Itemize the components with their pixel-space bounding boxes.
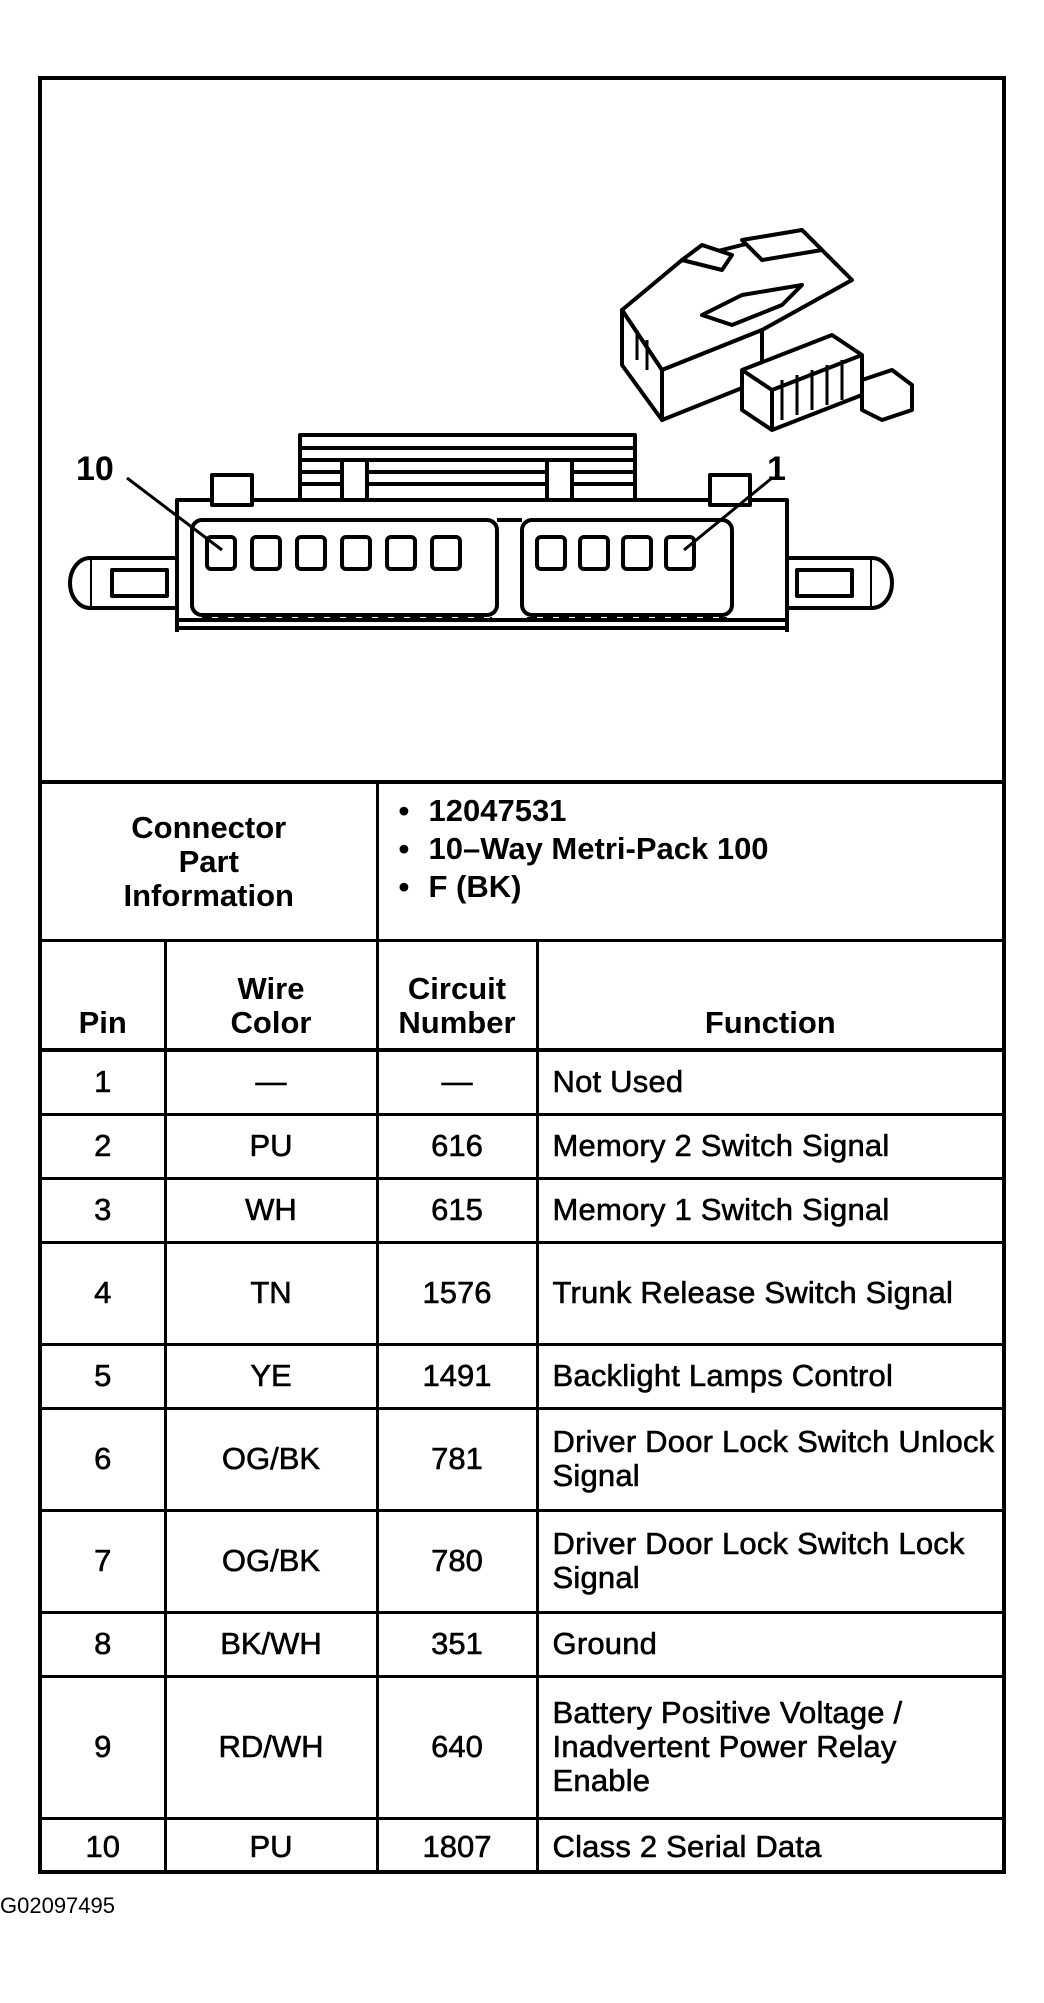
circuit-number-cell: 1807 xyxy=(375,1816,539,1874)
connector-front-view xyxy=(68,433,894,632)
pin-cell: 7 xyxy=(42,1508,167,1614)
wire-color-cell: — xyxy=(163,1048,379,1116)
wire-color-cell: YE xyxy=(163,1342,379,1410)
circuit-number-cell: 615 xyxy=(375,1176,539,1244)
pin-cell: 1 xyxy=(42,1048,167,1116)
connector-info-label-text: Connector Part Information xyxy=(123,809,295,913)
wire-color-cell: PU xyxy=(163,1816,379,1874)
pin-cell: 6 xyxy=(42,1406,167,1512)
header-function: Function xyxy=(535,939,1003,1052)
wire-color-cell: OG/BK xyxy=(163,1406,379,1512)
header-wire-color: Wire Color xyxy=(163,939,379,1052)
connector-info-details: 12047531 10–Way Metri-Pack 100 F (BK) xyxy=(375,780,1003,942)
pin-cell: 2 xyxy=(42,1112,167,1180)
function-cell: Memory 1 Switch Signal xyxy=(535,1176,1003,1244)
connector-info-row: Connector Part Information 12047531 10–W… xyxy=(42,780,1003,942)
pin-cell: 4 xyxy=(42,1240,167,1346)
pin-1-label: 1 xyxy=(767,450,786,488)
pin-cell: 5 xyxy=(42,1342,167,1410)
wire-color-cell: TN xyxy=(163,1240,379,1346)
function-cell: Battery Positive Voltage / Inadvertent P… xyxy=(535,1674,1003,1820)
part-number: 12047531 xyxy=(399,792,1003,830)
function-cell: Memory 2 Switch Signal xyxy=(535,1112,1003,1180)
circuit-number-cell: 616 xyxy=(375,1112,539,1180)
function-cell: Driver Door Lock Switch Unlock Signal xyxy=(535,1406,1003,1512)
wire-color-cell: RD/WH xyxy=(163,1674,379,1820)
pinout-table: Connector Part Information 12047531 10–W… xyxy=(42,780,1003,1874)
wire-color-cell: BK/WH xyxy=(163,1610,379,1678)
circuit-number-cell: 640 xyxy=(375,1674,539,1820)
connector-sheet: 10 1 Connector Part Information 12047531… xyxy=(38,76,1006,1874)
pin-leaders xyxy=(126,476,773,552)
table-row: 1——Not Used xyxy=(42,1048,1003,1116)
header-wire-color-text: Wire Color xyxy=(230,971,312,1040)
pin-cell: 8 xyxy=(42,1610,167,1678)
circuit-number-cell: 351 xyxy=(375,1610,539,1678)
wire-color-cell: OG/BK xyxy=(163,1508,379,1614)
wire-color-cell: PU xyxy=(163,1112,379,1180)
pin-cell: 9 xyxy=(42,1674,167,1820)
header-circuit-number-text: Circuit Number xyxy=(398,971,516,1040)
wire-color-cell: WH xyxy=(163,1176,379,1244)
function-cell: Ground xyxy=(535,1610,1003,1678)
function-cell: Driver Door Lock Switch Lock Signal xyxy=(535,1508,1003,1614)
function-cell: Class 2 Serial Data xyxy=(535,1816,1003,1874)
pin-cell: 10 xyxy=(42,1816,167,1874)
circuit-number-cell: 1576 xyxy=(375,1240,539,1346)
pin-10-label: 10 xyxy=(76,450,114,488)
circuit-number-cell: 781 xyxy=(375,1406,539,1512)
figure-id: G02097495 xyxy=(0,1893,115,1918)
connector-gender-color: F (BK) xyxy=(399,868,1003,906)
pin-cell: 3 xyxy=(42,1176,167,1244)
connector-gender-color-text: F (BK) xyxy=(428,869,522,904)
function-cell: Backlight Lamps Control xyxy=(535,1342,1003,1410)
function-cell: Not Used xyxy=(535,1048,1003,1116)
circuit-number-cell: 1491 xyxy=(375,1342,539,1410)
table-header-row: Pin Wire Color Circuit Number Function xyxy=(42,939,1003,1052)
header-pin: Pin xyxy=(42,939,167,1052)
connector-3d-sketch xyxy=(620,228,914,432)
circuit-number-cell: — xyxy=(375,1048,539,1116)
function-cell: Trunk Release Switch Signal xyxy=(535,1240,1003,1346)
circuit-number-cell: 780 xyxy=(375,1508,539,1614)
connector-diagram: 10 1 xyxy=(68,228,914,632)
connector-info-label: Connector Part Information xyxy=(42,780,379,942)
connector-type: 10–Way Metri-Pack 100 xyxy=(399,830,1003,868)
header-circuit-number: Circuit Number xyxy=(375,939,539,1052)
